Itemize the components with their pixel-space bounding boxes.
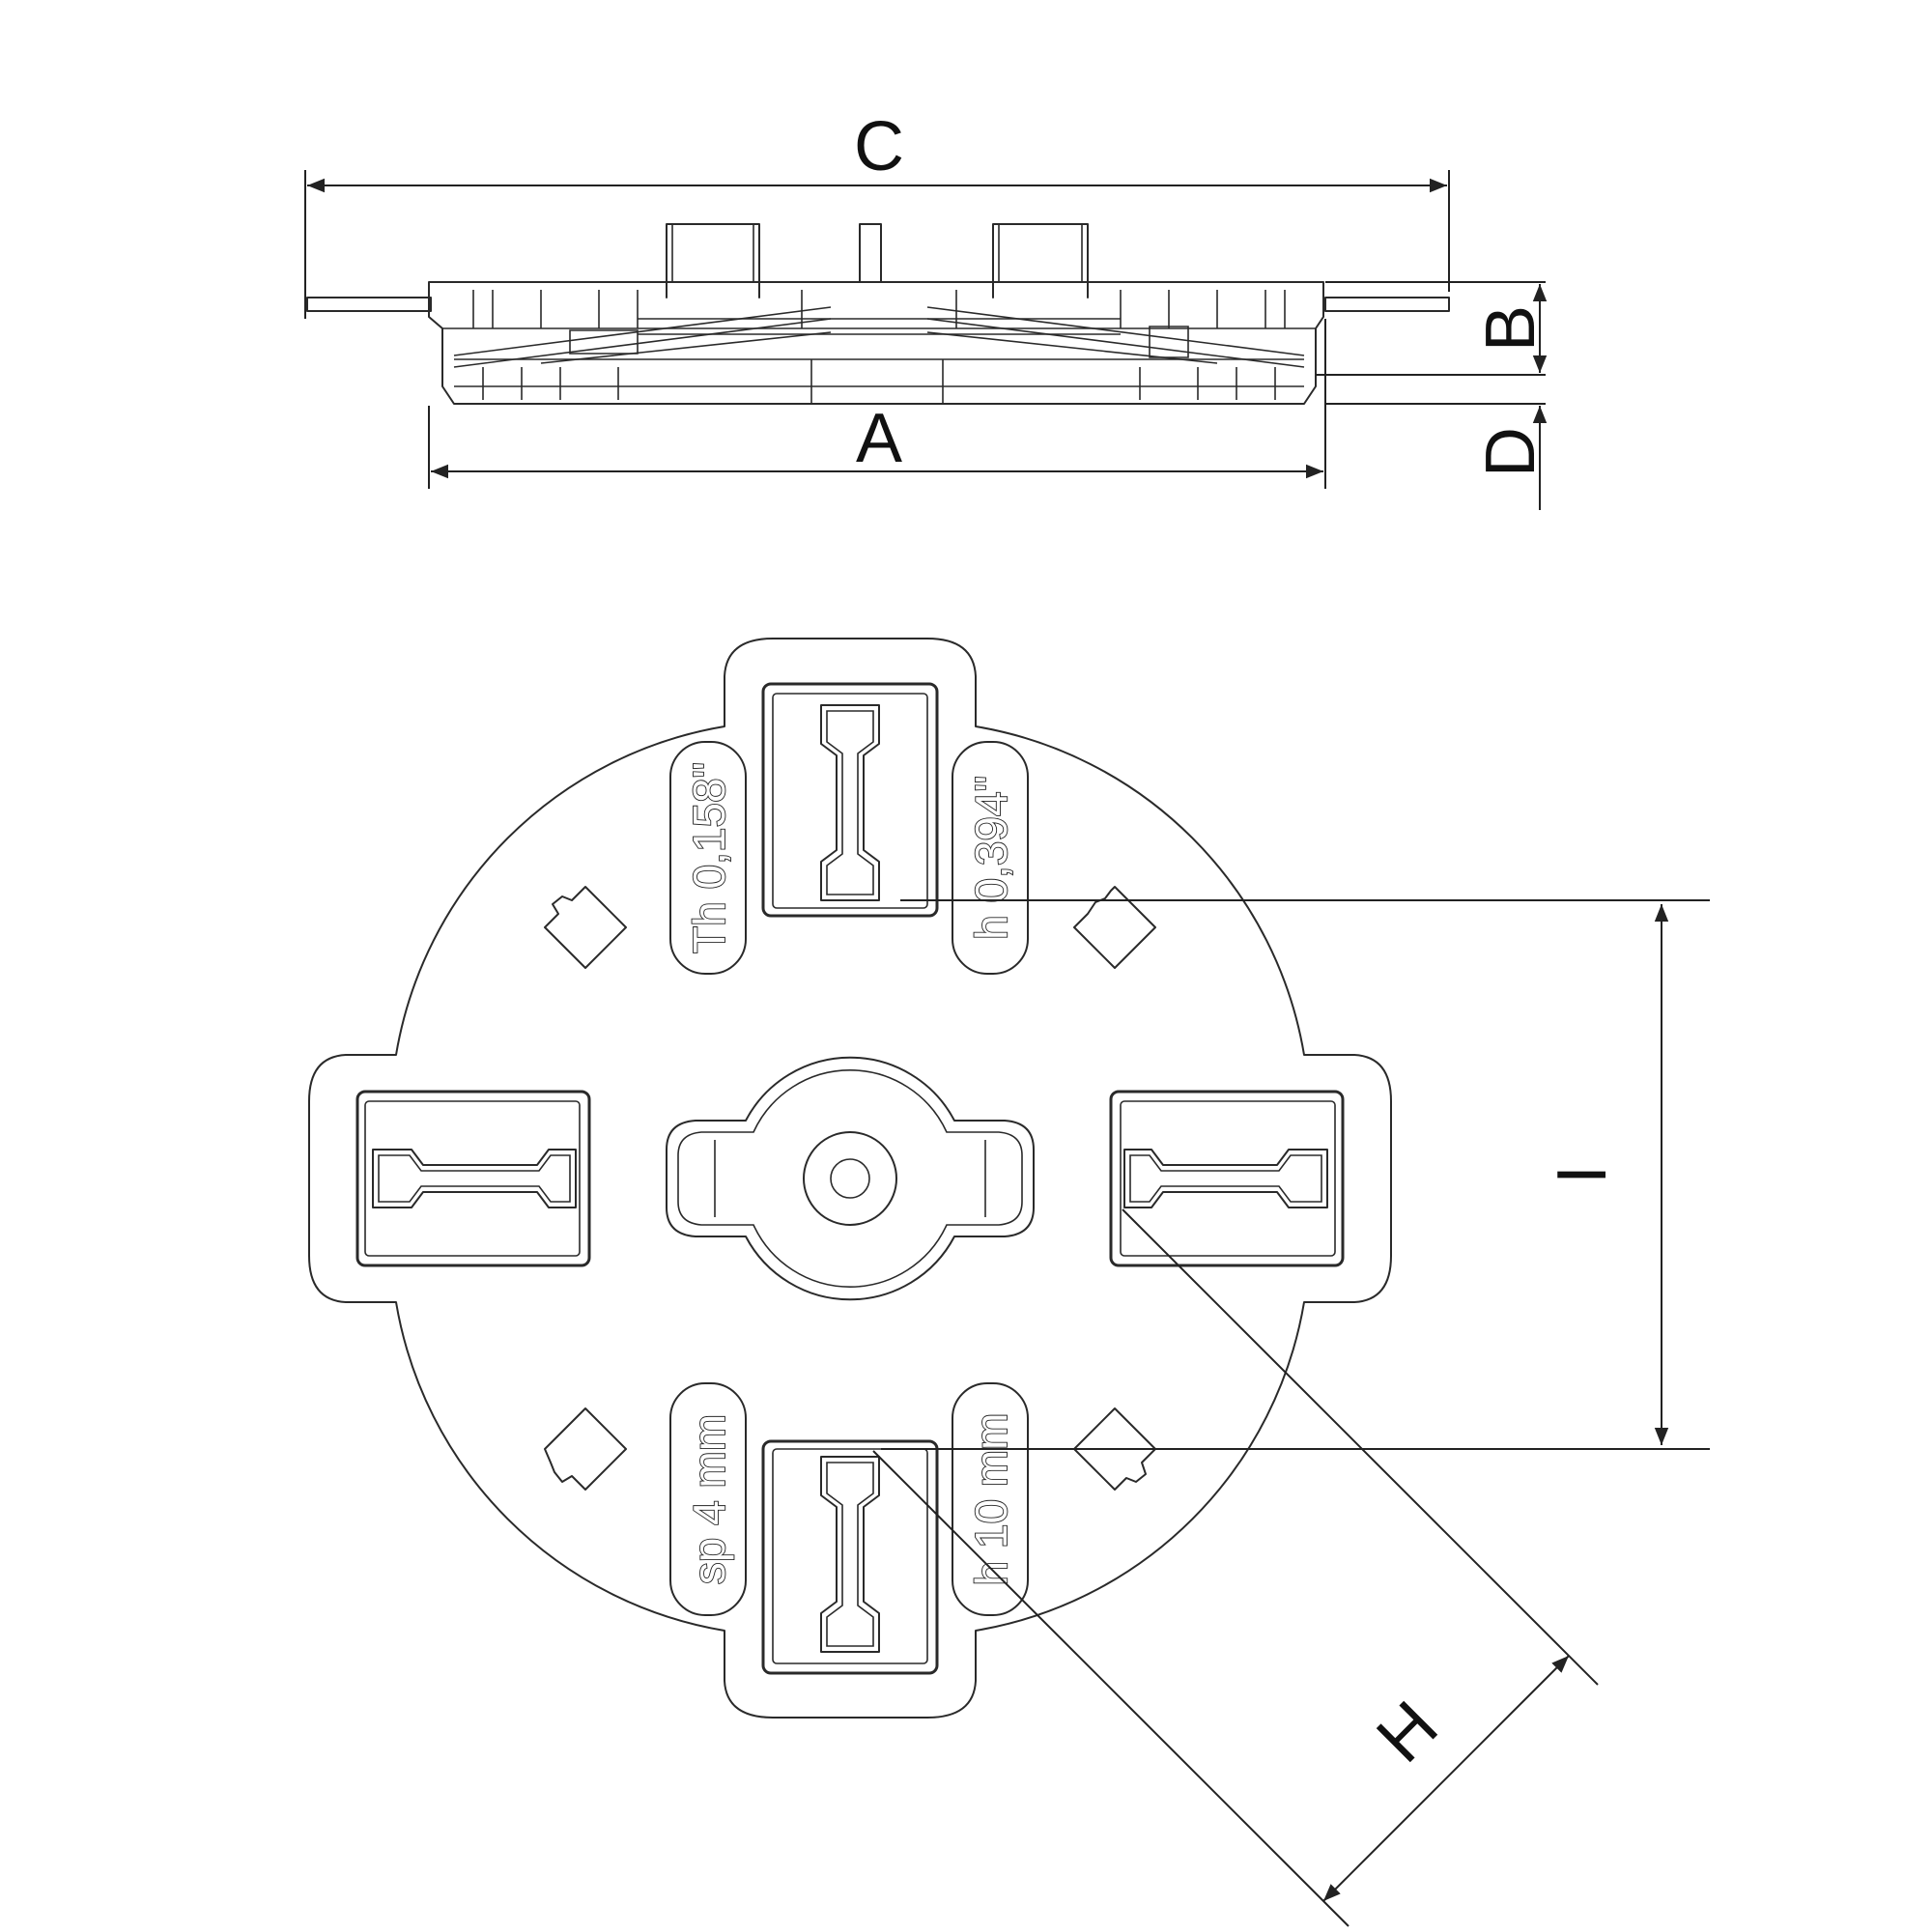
side-view (306, 223, 1450, 405)
dim-label-b: B (1472, 305, 1549, 352)
embossed-height-inch: h 0,394" (966, 776, 1016, 940)
label-pill-bottom-left (669, 1382, 747, 1616)
dim-label-h: H (1362, 1687, 1452, 1776)
label-pill-top-right (952, 741, 1029, 975)
dim-label-c: C (854, 108, 904, 185)
label-pill-top-left (669, 741, 747, 975)
slot-top (761, 682, 939, 918)
dim-label-a: A (856, 400, 902, 477)
nub-top-left (544, 886, 627, 969)
slot-left (355, 1090, 591, 1267)
central-hub (666, 1056, 1035, 1301)
top-view (308, 638, 1392, 1719)
nub-bottom-right (1073, 1407, 1156, 1491)
dim-label-d: D (1472, 427, 1549, 477)
top-view-dimensions (872, 899, 1710, 1927)
nub-bottom-left (544, 1407, 627, 1491)
label-pill-bottom-right (952, 1382, 1029, 1616)
slot-bottom (761, 1439, 939, 1675)
embossed-height-mm: h 10 mm (966, 1413, 1016, 1586)
nub-top-right (1073, 886, 1156, 969)
dim-label-i: I (1544, 1165, 1621, 1184)
embossed-thickness-inch: Th 0,158" (684, 762, 734, 953)
embossed-thickness-mm: sp 4 mm (684, 1414, 734, 1584)
slot-right (1109, 1090, 1345, 1267)
side-view-dimensions (304, 170, 1548, 510)
